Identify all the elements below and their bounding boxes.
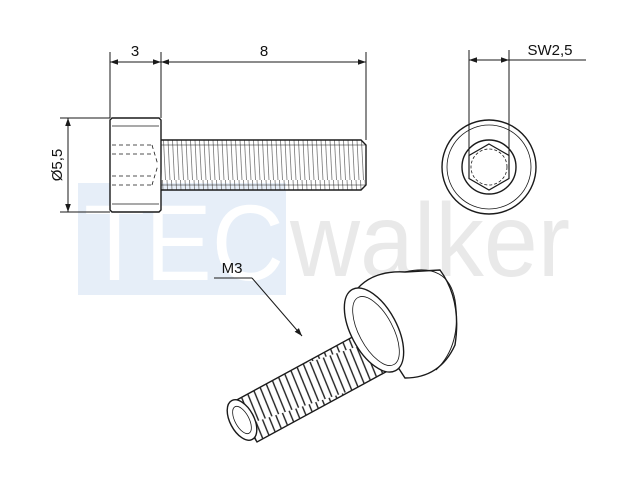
dimension-drive-size [468, 50, 586, 155]
iso-screw-tip [226, 399, 258, 441]
hex-socket [468, 143, 510, 191]
socket-circle [461, 139, 517, 195]
thread-outline [161, 139, 367, 191]
dimension-label-thread-length: 8 [260, 43, 268, 60]
dimension-head-length [109, 52, 162, 118]
hex-socket-hidden-lines [112, 144, 159, 186]
iso-tip-chamfer [232, 405, 252, 435]
thread-hatching [161, 140, 365, 190]
leader-thread-size [214, 277, 303, 337]
iso-head-rim [404, 269, 457, 371]
side-view [109, 117, 367, 213]
head-chamfer-circle [446, 124, 532, 210]
dimension-thread-length [161, 52, 367, 140]
dimension-label-head-length: 3 [131, 43, 139, 60]
dimension-label-head-diameter: Ø5,5 [49, 149, 66, 182]
head-outer-circle [441, 119, 537, 215]
isometric-view [226, 269, 458, 443]
screw-head-side [109, 117, 162, 213]
end-view [441, 119, 537, 215]
iso-head-chamfer [352, 296, 400, 366]
label-thread-size: M3 [222, 260, 243, 277]
iso-head-face [343, 287, 405, 373]
thread-hidden-circle [470, 148, 508, 186]
dimension-label-drive-size: SW2,5 [527, 42, 572, 59]
dimension-head-diameter [60, 117, 110, 213]
